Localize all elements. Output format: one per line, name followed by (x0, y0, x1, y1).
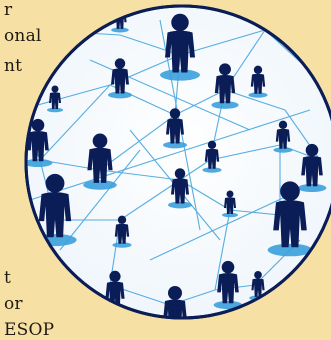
body-text-fragment-3: nt (4, 56, 23, 76)
body-text-fragment-2: onal (4, 26, 42, 46)
body-text-fragment-4: t (4, 268, 12, 288)
body-text-fragment-5: or (4, 294, 23, 314)
body-text-fragment-1: r (4, 0, 13, 20)
